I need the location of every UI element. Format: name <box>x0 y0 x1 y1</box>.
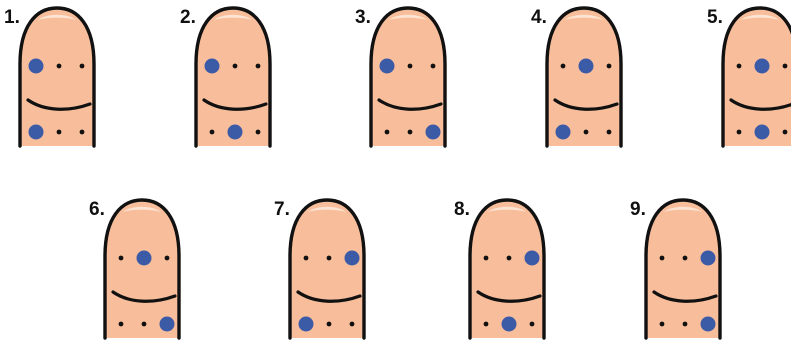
finger-3 <box>371 8 445 146</box>
bottom-small-dot <box>350 322 355 327</box>
top-small-dot <box>119 256 124 261</box>
finger-number-label: 1. <box>4 7 20 28</box>
finger-2 <box>196 8 270 146</box>
bottom-marker-dot <box>299 317 314 332</box>
top-marker-dot <box>755 59 770 74</box>
top-marker-dot <box>579 59 594 74</box>
bottom-small-dot <box>119 322 124 327</box>
finger-number-label: 4. <box>531 7 547 28</box>
bottom-small-dot <box>142 322 147 327</box>
bottom-small-dot <box>683 322 688 327</box>
bottom-small-dot <box>408 130 413 135</box>
bottom-marker-dot <box>502 317 517 332</box>
top-marker-dot <box>205 59 220 74</box>
bottom-small-dot <box>210 130 215 135</box>
top-marker-dot <box>137 251 152 266</box>
finger-number-label: 8. <box>454 199 470 220</box>
finger-4 <box>547 8 621 146</box>
bottom-marker-dot <box>755 125 770 140</box>
finger-skin <box>547 8 621 146</box>
bottom-small-dot <box>484 322 489 327</box>
finger-skin <box>20 8 94 146</box>
top-marker-dot <box>525 251 540 266</box>
finger-number-label: 2. <box>180 7 196 28</box>
bottom-small-dot <box>327 322 332 327</box>
finger-1 <box>20 8 94 146</box>
bottom-small-dot <box>256 130 261 135</box>
top-small-dot <box>165 256 170 261</box>
finger-7 <box>290 200 364 338</box>
top-small-dot <box>737 64 742 69</box>
finger-6 <box>105 200 179 338</box>
top-small-dot <box>256 64 261 69</box>
top-marker-dot <box>380 59 395 74</box>
finger-skin <box>290 200 364 338</box>
finger-number-label: 3. <box>355 7 371 28</box>
bottom-marker-dot <box>556 125 571 140</box>
finger-number-label: 5. <box>707 7 723 28</box>
finger-number-label: 6. <box>89 199 105 220</box>
bottom-small-dot <box>584 130 589 135</box>
top-small-dot <box>233 64 238 69</box>
top-small-dot <box>783 64 788 69</box>
bottom-marker-dot <box>160 317 175 332</box>
bottom-small-dot <box>385 130 390 135</box>
top-small-dot <box>683 256 688 261</box>
top-small-dot <box>484 256 489 261</box>
top-small-dot <box>507 256 512 261</box>
top-marker-dot <box>29 59 44 74</box>
bottom-marker-dot <box>701 317 716 332</box>
bottom-marker-dot <box>228 125 243 140</box>
top-marker-dot <box>701 251 716 266</box>
bottom-small-dot <box>607 130 612 135</box>
top-small-dot <box>660 256 665 261</box>
top-small-dot <box>57 64 62 69</box>
top-small-dot <box>327 256 332 261</box>
finger-9 <box>646 200 720 338</box>
top-small-dot <box>607 64 612 69</box>
bottom-small-dot <box>530 322 535 327</box>
bottom-small-dot <box>783 130 788 135</box>
finger-number-label: 7. <box>274 199 290 220</box>
top-small-dot <box>304 256 309 261</box>
top-small-dot <box>431 64 436 69</box>
bottom-marker-dot <box>426 125 441 140</box>
finger-8 <box>470 200 544 338</box>
bottom-small-dot <box>80 130 85 135</box>
finger-5 <box>723 8 791 146</box>
bottom-small-dot <box>737 130 742 135</box>
top-small-dot <box>80 64 85 69</box>
top-marker-dot <box>345 251 360 266</box>
top-small-dot <box>408 64 413 69</box>
bottom-marker-dot <box>29 125 44 140</box>
finger-number-label: 9. <box>630 199 646 220</box>
bottom-small-dot <box>57 130 62 135</box>
top-small-dot <box>561 64 566 69</box>
finger-skin <box>723 8 791 146</box>
bottom-small-dot <box>660 322 665 327</box>
